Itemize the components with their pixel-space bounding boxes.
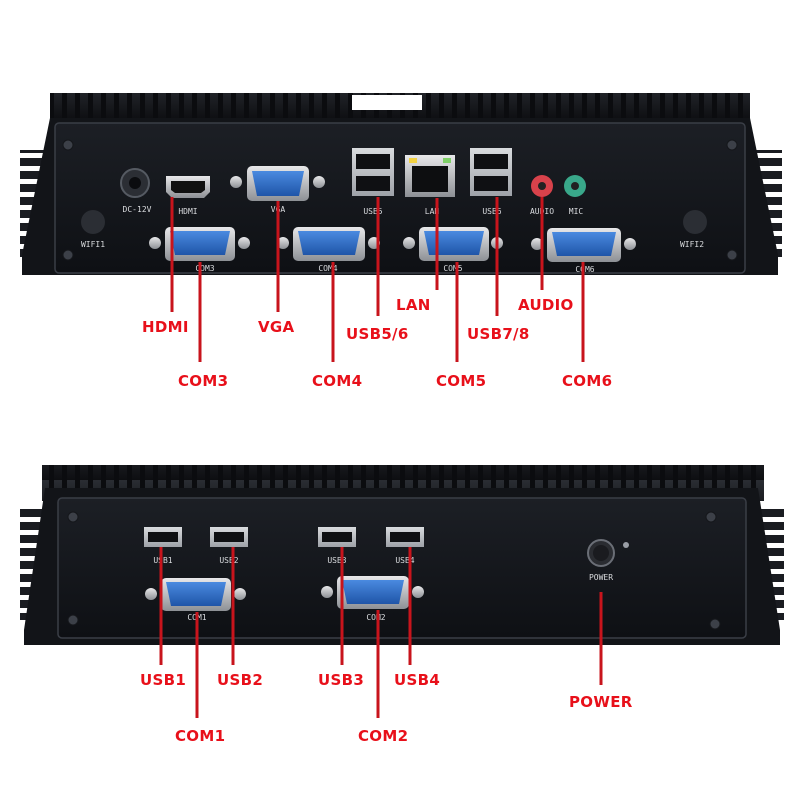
callout-com2: COM2	[358, 727, 409, 745]
callout-lan: LAN	[396, 296, 431, 314]
usb4-label: USB4	[395, 556, 414, 565]
wifi1-antenna-hole: WIFI1	[81, 210, 105, 249]
hdmi-port: HDMI	[166, 176, 210, 216]
top-unit: DC-12V HDMI VGA USB5 LAN	[20, 93, 782, 362]
power-button: POWER	[587, 539, 629, 582]
wifi2-antenna-hole: WIFI2	[680, 210, 707, 249]
wifi1-label: WIFI1	[81, 240, 105, 249]
callout-com1: COM1	[175, 727, 226, 745]
usb1-label: USB1	[153, 556, 172, 565]
power-led-icon	[623, 542, 629, 548]
power-label: POWER	[589, 573, 613, 582]
usb3-label: USB3	[327, 556, 346, 565]
com5-label: COM5	[443, 264, 462, 273]
usb6-stack: USB6	[470, 148, 512, 216]
callout-usb1: USB1	[140, 671, 187, 689]
dc-label: DC-12V	[123, 205, 152, 214]
callout-com4: COM4	[312, 372, 363, 390]
mic-label: MIC	[569, 207, 584, 216]
leader-lines-top	[170, 197, 585, 362]
callout-com6: COM6	[562, 372, 613, 390]
mic-jack: MIC	[564, 175, 586, 216]
usb1-port: USB1	[144, 527, 182, 565]
callout-usb2: USB2	[217, 671, 264, 689]
com6-label: COM6	[575, 265, 594, 274]
callout-usb56: USB5/6	[346, 325, 409, 343]
io-panel-top	[54, 122, 746, 274]
bottom-unit: USB1 USB2 USB3 USB4 COM1 COM2	[20, 465, 784, 718]
callout-power: POWER	[569, 693, 633, 711]
callout-audio: AUDIO	[518, 296, 574, 314]
callout-com3: COM3	[178, 372, 229, 390]
usb5-stack: USB5	[352, 148, 394, 216]
com2-label: COM2	[366, 613, 385, 622]
hdmi-label: HDMI	[178, 207, 197, 216]
callout-vga: VGA	[258, 318, 295, 336]
com6-port: COM6	[531, 228, 636, 274]
callout-usb4: USB4	[394, 671, 441, 689]
usb5-label: USB5	[363, 207, 382, 216]
dc-jack: DC-12V	[120, 168, 152, 214]
com2-port: COM2	[321, 576, 424, 622]
usb2-port: USB2	[210, 527, 248, 565]
callout-com5: COM5	[436, 372, 487, 390]
com3-port: COM3	[149, 227, 250, 273]
lan-label: LAN	[425, 207, 440, 216]
callout-usb3: USB3	[318, 671, 365, 689]
callout-hdmi: HDMI	[142, 318, 189, 336]
com3-label: COM3	[195, 264, 214, 273]
usb2-label: USB2	[219, 556, 238, 565]
callout-usb78: USB7/8	[467, 325, 530, 343]
usb4-port: USB4	[386, 527, 424, 565]
usb6-label: USB6	[482, 207, 501, 216]
wifi2-label: WIFI2	[680, 240, 704, 249]
lan-port: LAN	[405, 155, 455, 216]
com4-label: COM4	[318, 264, 337, 273]
usb3-port: USB3	[318, 527, 356, 565]
leader-lines-bottom	[159, 547, 603, 718]
